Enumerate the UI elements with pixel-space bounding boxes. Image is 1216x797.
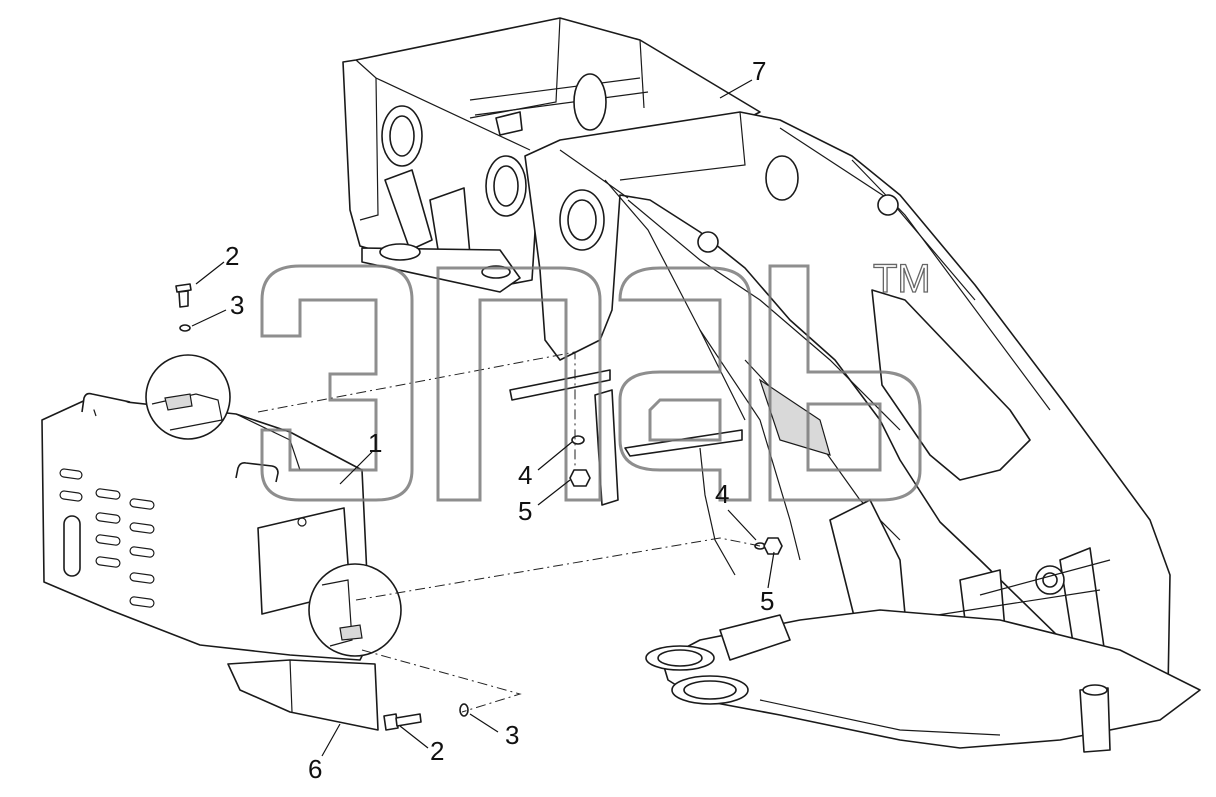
bolt-bottom xyxy=(383,713,422,731)
bolt-top xyxy=(175,283,192,308)
callout-7: 7 xyxy=(752,56,766,86)
callout-4-right: 4 xyxy=(715,479,729,509)
assembly-lines xyxy=(257,351,761,713)
callout-2-bottom: 2 xyxy=(430,736,444,766)
callout-6: 6 xyxy=(308,754,322,784)
callouts: 1 2 3 4 5 4 5 2 3 6 7 xyxy=(225,56,774,784)
leader-lines xyxy=(191,79,775,757)
detail-circle-side xyxy=(308,563,402,657)
callout-3-top: 3 xyxy=(230,290,244,320)
callout-1: 1 xyxy=(368,428,382,458)
nut-right xyxy=(763,537,783,555)
callout-5-mid: 5 xyxy=(518,496,532,526)
cover-housing xyxy=(41,392,379,731)
washer-mid xyxy=(571,435,585,445)
washer-top xyxy=(179,324,191,332)
callout-4-mid: 4 xyxy=(518,460,532,490)
vent-slots xyxy=(59,468,155,608)
watermark-logo: TM xyxy=(260,256,931,502)
callout-5-right: 5 xyxy=(760,586,774,616)
detail-circle-top xyxy=(145,354,231,440)
frame-assembly xyxy=(342,17,1201,753)
callout-3-bottom: 3 xyxy=(505,720,519,750)
trademark-symbol: TM xyxy=(873,257,931,301)
callout-2-top: 2 xyxy=(225,241,239,271)
nut-mid xyxy=(569,469,591,487)
washer-bottom xyxy=(459,703,469,717)
